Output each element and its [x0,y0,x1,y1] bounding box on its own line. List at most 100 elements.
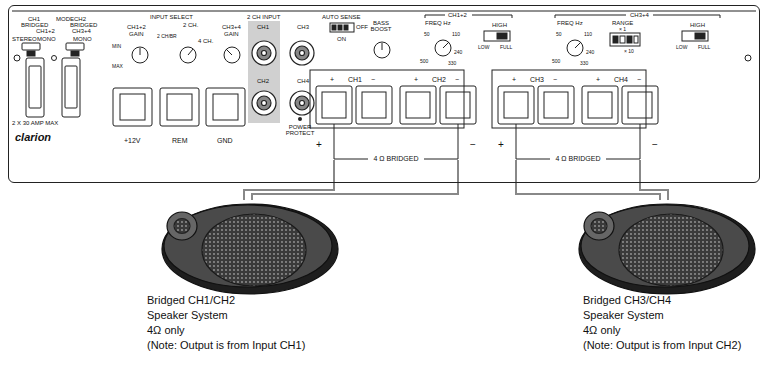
panel-label: BRIDGED [21,22,48,28]
panel-label: + [596,76,600,83]
panel-label: CH4 [297,78,309,84]
speaker-caption: (Note: Output is from Input CH2) [583,340,741,352]
panel-label: GAIN [129,31,144,37]
panel-label: − [371,76,375,83]
panel-label: BRIDGED [70,22,97,28]
panel-label: + [414,76,418,83]
panel-label: 330 [448,61,456,66]
panel-label: CH4 [614,76,628,83]
panel-label: 500 [420,59,428,64]
panel-label: 50 [424,32,430,37]
panel-label: AUTO SENSE [322,14,361,20]
panel-label: CH3 [297,24,309,30]
panel-label: CH3+4 [222,24,241,30]
panel-label: 240 [586,50,594,55]
panel-label: 2 CH INPUT [247,14,280,20]
panel-label: ON [337,36,346,42]
panel-label: MIN [112,44,121,49]
panel-label: LOW [478,45,489,50]
panel-label: REM [172,137,188,144]
speaker-illustration [573,200,765,296]
panel-label: CH1+2 [36,28,55,34]
speaker-caption: 4Ω only [583,325,621,337]
speaker-body [162,204,338,294]
panel-label: − [637,76,641,83]
speaker-wire [640,183,668,200]
speaker-system: Bridged CH3/CH4Speaker System 4Ω only (Not… [573,200,763,365]
speaker-grille [202,214,306,286]
panel-label: INPUT SELECT [150,14,193,20]
brand-logo: clarion [15,132,51,144]
panel-label: CH3 [530,76,544,83]
speaker-caption: (Note: Output is from Input CH1) [147,340,305,352]
speaker-caption: Speaker System [147,310,228,322]
panel-label: CH3+4 [72,28,91,34]
speaker-grille [619,214,723,286]
panel-label: × 10 [624,49,634,54]
speaker-illustration [140,200,370,296]
panel-label: 240 [454,50,462,55]
speaker-body [579,204,755,294]
panel-label: × 1 [619,27,626,32]
panel-label: MAX [112,64,123,69]
panel-label: CH1+2 [448,12,467,18]
tweeter [584,212,614,240]
panel-label: CH2 [74,16,86,22]
panel-label: FREQ Hz [425,20,451,26]
panel-label: HIGH [492,22,507,28]
panel-label: + [330,76,334,83]
panel-label: MONO [73,36,92,42]
panel-label: RANGE [612,20,633,26]
panel-label: 110 [584,32,592,37]
panel-label: 500 [552,59,560,64]
speaker-frame [164,205,332,287]
speaker-wire [516,183,660,200]
panel-label: FULL [500,45,512,50]
panel-label: HIGH [690,22,705,28]
speaker-caption: Speaker System [583,310,664,322]
panel-label: CH1 [257,24,269,30]
panel-label: CH1 [28,16,40,22]
panel-label: 2 X 30 AMP MAX [12,120,58,126]
panel-label: GAIN [224,31,239,37]
panel-label: LOW [676,45,687,50]
panel-label: CH2 [257,78,269,84]
panel-label: − [652,140,658,151]
panel-label: − [470,140,476,151]
panel-label: 50 [556,32,562,37]
panel-label: 2 CH/BR [157,34,177,39]
panel-label: BASS BOOST [366,20,396,33]
panel-label: 330 [580,61,588,66]
panel-label: 4 CH. [198,38,213,44]
panel-label: + [316,140,322,151]
panel-label: 4 Ω BRIDGED [551,155,605,162]
panel-label: CH1 [348,76,362,83]
speaker-wire [252,183,458,200]
panel-label: OFF [356,24,368,30]
panel-label: 110 [452,32,460,37]
speaker-caption: Bridged CH3/CH4 [583,295,671,307]
panel-label: MODE [56,16,74,22]
panel-label: GND [217,137,233,144]
speaker-caption: 4Ω only [147,325,185,337]
panel-label: − [553,76,557,83]
panel-label: POWER PROTECT [280,124,320,137]
panel-label: + [512,76,516,83]
panel-label: +12V [124,137,141,144]
panel-label: 4 Ω BRIDGED [369,155,423,162]
speaker-wire [244,183,334,200]
panel-label: − [455,76,459,83]
speaker-caption: Bridged CH1/CH2 [147,295,235,307]
speaker-frame [581,205,749,287]
panel-label: CH1+2 [127,24,146,30]
tweeter-grille [174,219,190,234]
tweeter [167,212,197,240]
panel-label: 2 CH. [183,22,198,28]
panel-label: STEREO [12,36,37,42]
panel-label: CH2 [432,76,446,83]
panel-label: CH3+4 [630,12,649,18]
panel-label: MONO [37,36,56,42]
panel-label: + [498,140,504,151]
speaker-system: Bridged CH1/CH2Speaker System 4Ω only (Not… [140,200,370,365]
tweeter-grille [591,219,607,234]
